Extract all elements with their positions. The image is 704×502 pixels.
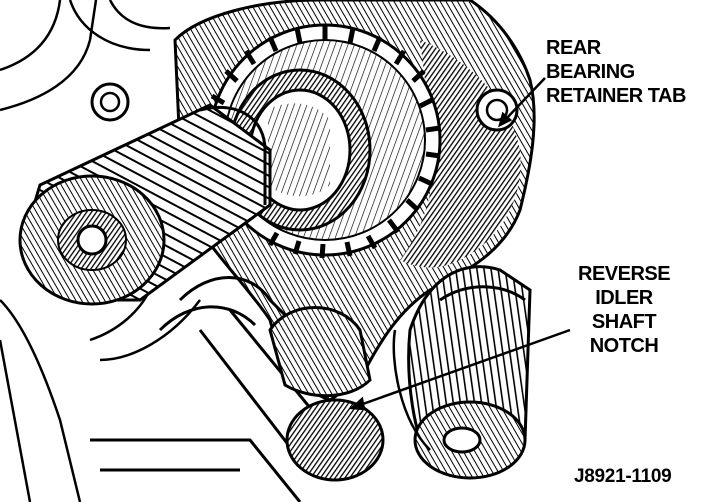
- left-bolt-boss: [90, 82, 130, 122]
- leader-reverse-idler-shaft-notch: [359, 328, 571, 407]
- idler-notch-boss: [268, 306, 385, 482]
- label-rear-line2: BEARING: [546, 61, 635, 83]
- splined-shaft: [18, 103, 272, 306]
- label-rear-bearing-retainer-tab: REAR BEARING RETAINER TAB: [546, 36, 686, 108]
- leader-rear-bearing-retainer-tab: [504, 77, 546, 121]
- retainer-tab-boss: [475, 88, 519, 132]
- leader-lines: [349, 77, 571, 411]
- label-reverse-idler-shaft-notch: REVERSE IDLER SHAFT NOTCH: [578, 262, 671, 358]
- label-reverse-line1: REVERSE: [578, 263, 671, 285]
- label-rear-line3: RETAINER TAB: [546, 85, 686, 107]
- figure-id: J8921-1109: [574, 466, 672, 487]
- reverse-idler-shaft: [392, 265, 532, 480]
- label-rear-line1: REAR: [546, 37, 601, 59]
- label-reverse-line3: SHAFT: [591, 311, 657, 333]
- label-reverse-line4: NOTCH: [589, 335, 659, 357]
- case-outline-background: [0, 0, 201, 502]
- label-reverse-line2: IDLER: [595, 287, 653, 309]
- lower-case-arm: [90, 276, 332, 502]
